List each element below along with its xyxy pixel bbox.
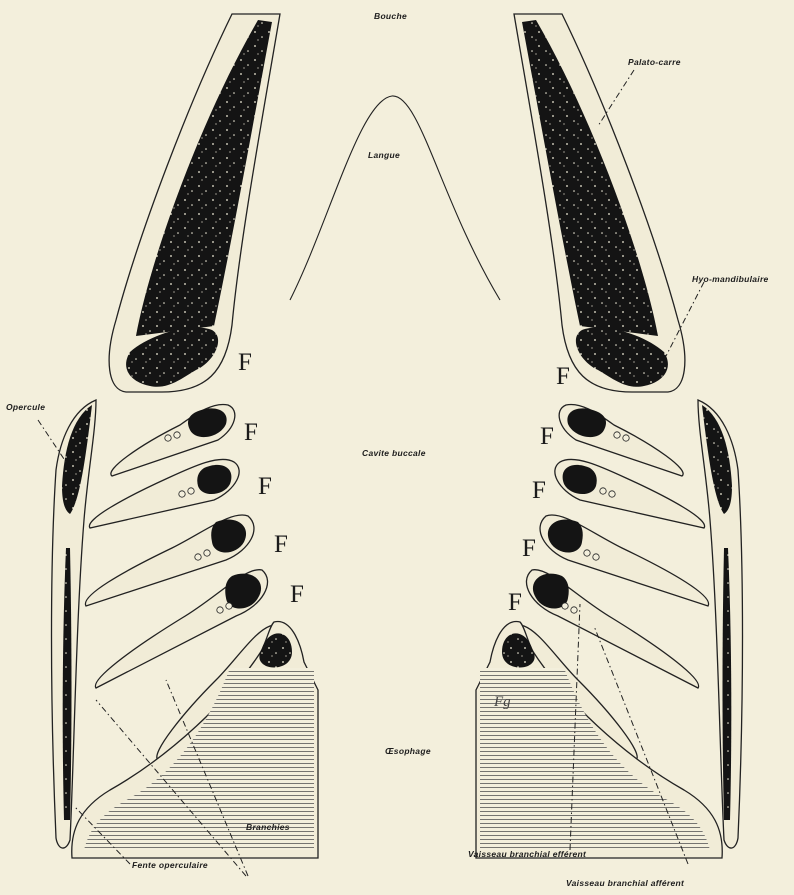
- fente-mark-left-3: F: [258, 473, 272, 500]
- right-oesophagus-shading: [480, 668, 710, 850]
- right-half: [476, 14, 743, 858]
- label-langue: Langue: [368, 150, 400, 160]
- fente-mark-left-5: F: [290, 581, 304, 608]
- fente-mark-right-5: F: [508, 589, 522, 616]
- label-opercule: Opercule: [6, 402, 45, 412]
- fente-mark-left-4: F: [274, 531, 288, 558]
- artist-signature: Fg: [493, 694, 511, 710]
- fente-mark-right-3: F: [532, 477, 546, 504]
- fente-mark-right-2: F: [540, 423, 554, 450]
- label-vaisseau-afferent: Vaisseau branchial afférent: [566, 878, 685, 888]
- label-hyo-mandibulaire: Hyo-mandibulaire: [692, 274, 769, 284]
- label-fente-operculaire: Fente operculaire: [132, 860, 208, 870]
- fente-mark-left-2: F: [244, 419, 258, 446]
- label-palato-carre: Palato-carre: [628, 57, 681, 67]
- fente-mark-right-4: F: [522, 535, 536, 562]
- fente-mark-right-1: F: [556, 363, 570, 390]
- label-branchies: Branchies: [246, 822, 290, 832]
- label-oesophage: Œsophage: [385, 746, 431, 756]
- label-cavite-buccale: Cavite buccale: [362, 448, 426, 458]
- left-half: [52, 14, 319, 858]
- label-vaisseau-efferent: Vaisseau branchial efférent: [468, 849, 587, 859]
- fente-mark-left-1: F: [238, 349, 252, 376]
- tongue-outline: [290, 96, 500, 300]
- label-bouche: Bouche: [374, 11, 407, 21]
